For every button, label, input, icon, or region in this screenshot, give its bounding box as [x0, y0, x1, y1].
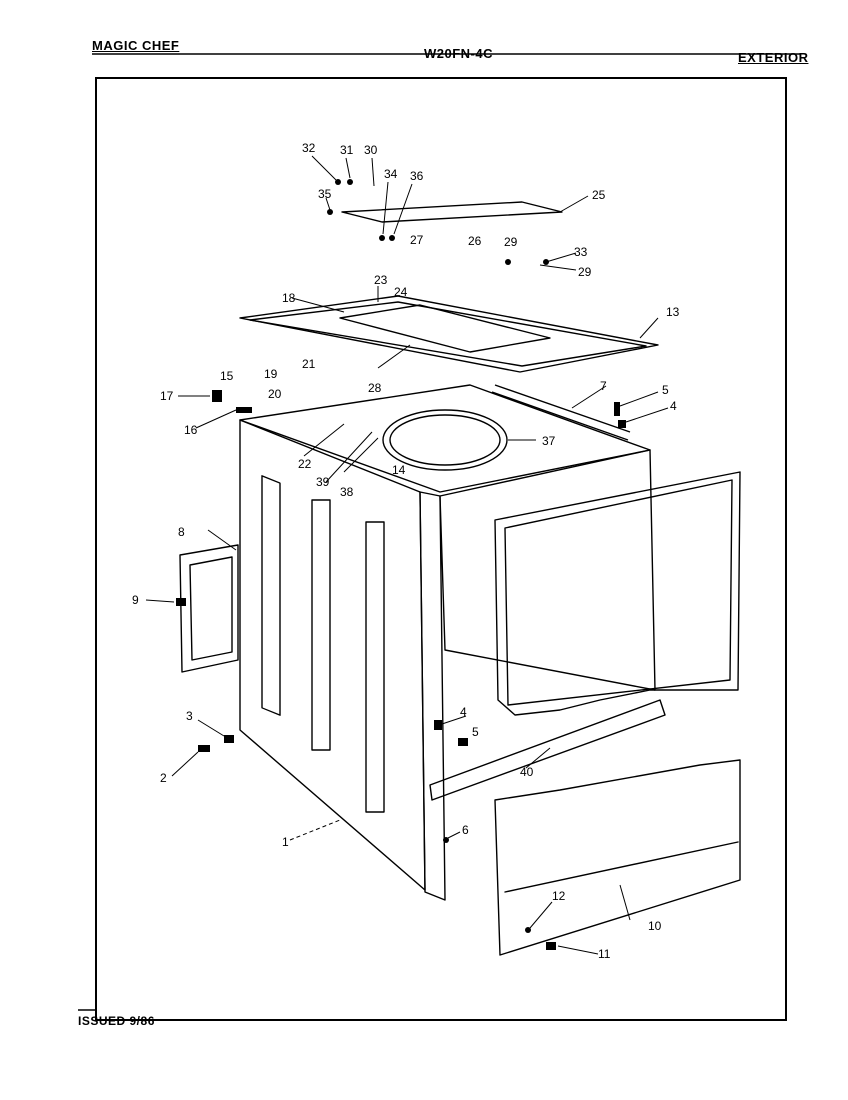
tub-ring-part — [382, 409, 508, 471]
callout-19: 19 — [264, 367, 278, 381]
callout-40: 40 — [520, 765, 534, 779]
access-panel-inner — [189, 556, 233, 661]
callout-34: 34 — [384, 167, 398, 181]
callout-2: 2 — [160, 771, 167, 785]
part-36-dot — [389, 235, 395, 241]
callout-22: 22 — [298, 457, 312, 471]
callout-29: 29 — [504, 235, 518, 249]
callout-14: 14 — [392, 463, 406, 477]
callout-23: 23 — [374, 273, 388, 287]
callout-4: 4 — [670, 399, 677, 413]
part-5-screw — [614, 402, 620, 416]
part-3-clip — [224, 735, 234, 743]
top-lid-opening — [339, 304, 551, 353]
callout-7: 7 — [600, 379, 607, 393]
front-panel-lower-edge — [504, 841, 739, 893]
callout-16: 16 — [184, 423, 198, 437]
callout-9: 9 — [132, 593, 139, 607]
part-12-dot — [525, 927, 531, 933]
side-slot-2 — [311, 499, 331, 751]
callout-21: 21 — [302, 357, 316, 371]
callout-20: 20 — [268, 387, 282, 401]
brand-name: MAGIC CHEF — [92, 38, 180, 53]
part-4-lower-clip — [434, 720, 442, 730]
part-35-dot — [327, 209, 333, 215]
part-34-dot — [379, 235, 385, 241]
callout-24: 24 — [394, 285, 408, 299]
top-cover-part — [341, 201, 563, 223]
part-32-dot — [335, 179, 341, 185]
callout-36: 36 — [410, 169, 424, 183]
callout-3: 3 — [186, 709, 193, 723]
callout-8: 8 — [178, 525, 185, 539]
top-lid-part — [239, 295, 659, 373]
part-15-clip — [212, 390, 222, 402]
part-29-dot — [505, 259, 511, 265]
callout-31: 31 — [340, 143, 354, 157]
callout-17: 17 — [160, 389, 174, 403]
callout-4-lower: 4 — [460, 705, 467, 719]
callout-30: 30 — [364, 143, 378, 157]
part-9-screw — [176, 598, 186, 606]
top-strip-part — [494, 384, 631, 433]
drawing-border — [95, 77, 787, 1021]
part-11-screw — [546, 942, 556, 950]
front-rail-part — [429, 699, 666, 801]
callout-11: 11 — [598, 947, 611, 961]
callout-5: 5 — [662, 383, 669, 397]
callout-5-lower: 5 — [472, 725, 479, 739]
callout-labels: 32 31 30 34 36 35 25 27 26 29 33 29 23 2… — [132, 141, 680, 961]
callout-10: 10 — [648, 919, 662, 933]
cabinet-top-deck — [239, 384, 651, 493]
callout-25: 25 — [592, 188, 606, 202]
part-31-dot — [347, 179, 353, 185]
callout-12: 12 — [552, 889, 566, 903]
callout-26: 26 — [468, 234, 482, 248]
callout-35: 35 — [318, 187, 332, 201]
front-panel-inner — [504, 479, 733, 706]
callout-29-second: 29 — [578, 265, 592, 279]
part-6-dot — [443, 837, 449, 843]
side-slot-1 — [261, 475, 281, 716]
callout-37: 37 — [542, 434, 556, 448]
callout-27: 27 — [410, 233, 424, 247]
side-slot-3 — [365, 521, 385, 813]
callout-6: 6 — [462, 823, 469, 837]
callout-13: 13 — [666, 305, 680, 319]
access-panel-part — [179, 544, 239, 673]
callout-15: 15 — [220, 369, 234, 383]
front-panel-upper — [494, 471, 741, 716]
front-panel-lower-part — [494, 759, 741, 956]
corner-post-part — [419, 491, 446, 901]
callout-33: 33 — [574, 245, 588, 259]
part-4-clip — [618, 420, 626, 428]
tub-ring-inner — [389, 414, 501, 466]
side-panel-part — [239, 419, 426, 891]
callout-38: 38 — [340, 485, 354, 499]
top-lid-inner — [249, 301, 647, 367]
part-2-screw — [198, 745, 210, 752]
callout-32: 32 — [302, 141, 316, 155]
top-strip-edge — [491, 391, 629, 441]
callout-1: 1 — [282, 835, 289, 849]
part-16-pad — [236, 407, 252, 413]
callout-39: 39 — [316, 475, 330, 489]
callout-18: 18 — [282, 291, 296, 305]
part-5-lower-screw — [458, 738, 468, 746]
callout-28: 28 — [368, 381, 382, 395]
